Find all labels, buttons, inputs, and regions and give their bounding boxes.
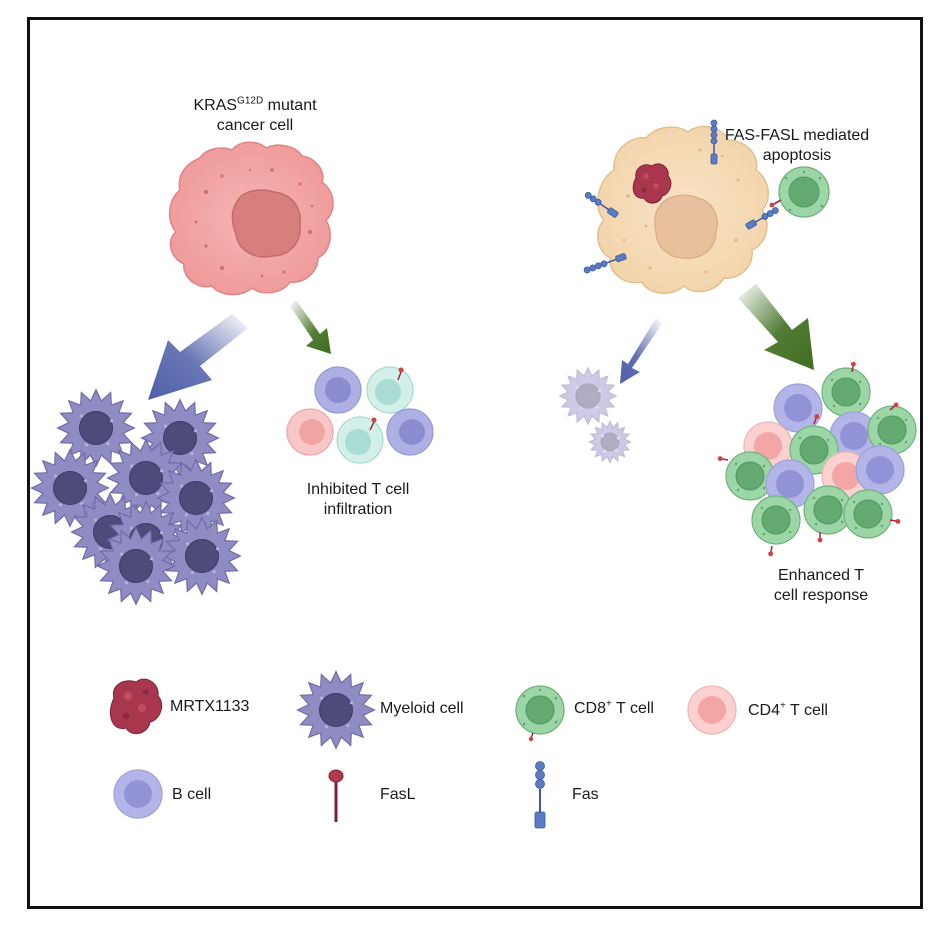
cd8-cell [867,405,917,455]
arrow-to-reduced-myeloid [620,318,662,384]
legend-mrtx-icon [110,678,163,735]
fasl-ligand [813,414,820,425]
legend-fasl-label: FasL [380,786,416,803]
legend-cd8-superscript: + [606,698,612,710]
reduced-myeloid-cells [558,366,632,464]
arrow-to-enhanced-tcells [738,284,814,370]
legend-cd4-label: CD4+ T cell [748,700,828,720]
fas-label-line1: FAS-FASL mediated [724,127,870,144]
inhibited-tcell-label: Inhibited T cell infiltration [288,480,428,520]
fasl-ligand [817,532,823,543]
fas-label-line2: apoptosis [762,147,832,164]
fasl-ligand [889,518,901,524]
legend-fasl-icon [328,769,344,822]
enhanced-label-line1: Enhanced T [778,567,864,584]
legend-fas-icon [534,761,546,829]
legend-cd4-superscript: + [780,700,786,712]
legend-myeloid-glyph [296,670,376,750]
arrow-to-myeloid [148,314,248,400]
legend-cd4-suffix: T cell [785,702,828,719]
myeloid-cluster [30,388,242,606]
kras-label: KRASG12D mutant cancer cell [180,96,330,136]
legend-mrtx-label: MRTX1133 [170,698,250,715]
kras-label-suffix: mutant [263,97,317,114]
bcell-cell [829,411,879,461]
legend-fas-label: Fas [572,786,599,803]
kras-label-superscript: G12D [237,95,264,107]
myeloid-cell [96,526,176,606]
cd8-cell [821,367,871,417]
inhibited-label-line2: infiltration [323,501,393,518]
legend-cd8-suffix: T cell [611,700,654,717]
enhanced-tcell-cluster [717,361,917,557]
kras-label-line2: cancer cell [216,117,294,134]
kras-cancer-cell [168,141,334,296]
fasl-ligand [889,402,899,411]
treated-cancer-cell [596,125,769,294]
enhanced-label-line2: cell response [773,587,869,604]
fas-apoptosis-label: FAS-FASL mediated apoptosis [722,126,872,166]
cd8-cell [725,451,775,501]
fasl-ligand [850,361,856,373]
cd8-tcell-attacking [769,166,830,218]
legend-myeloid-label: Myeloid cell [380,700,464,717]
myeloid-cell [156,458,236,538]
myeloid-cell [162,516,242,596]
inhibited-label-line1: Inhibited T cell [306,481,410,498]
legend-cd8-icon [515,685,565,742]
legend-cd8-label: CD8+ T cell [574,698,654,718]
myeloid-cell [56,388,136,468]
myeloid-cell-faded [588,420,632,464]
cd8-cell [843,489,893,539]
cd8-cell [751,495,801,545]
enhanced-tcell-label: Enhanced T cell response [756,566,886,606]
legend-cd4-icon [687,685,737,735]
fasl-ligand [768,545,774,557]
inhibited-tcell-cluster [286,366,434,464]
legend-bcell-icon [113,769,163,819]
cd8-cell [803,485,853,535]
myeloid-cell-faded [558,366,618,426]
fas-receptors [583,119,779,274]
bcell-cell [773,383,823,433]
kras-label-prefix: KRAS [193,97,238,114]
legend-myeloid-icon [296,670,376,750]
legend-cd8-prefix: CD8 [574,700,607,717]
bcell-cell [855,445,905,495]
arrow-to-inhibited-tcells [290,300,331,354]
legend-cd4-prefix: CD4 [748,702,781,719]
legend-bcell-label: B cell [172,786,212,803]
fasl-ligand [717,456,729,462]
